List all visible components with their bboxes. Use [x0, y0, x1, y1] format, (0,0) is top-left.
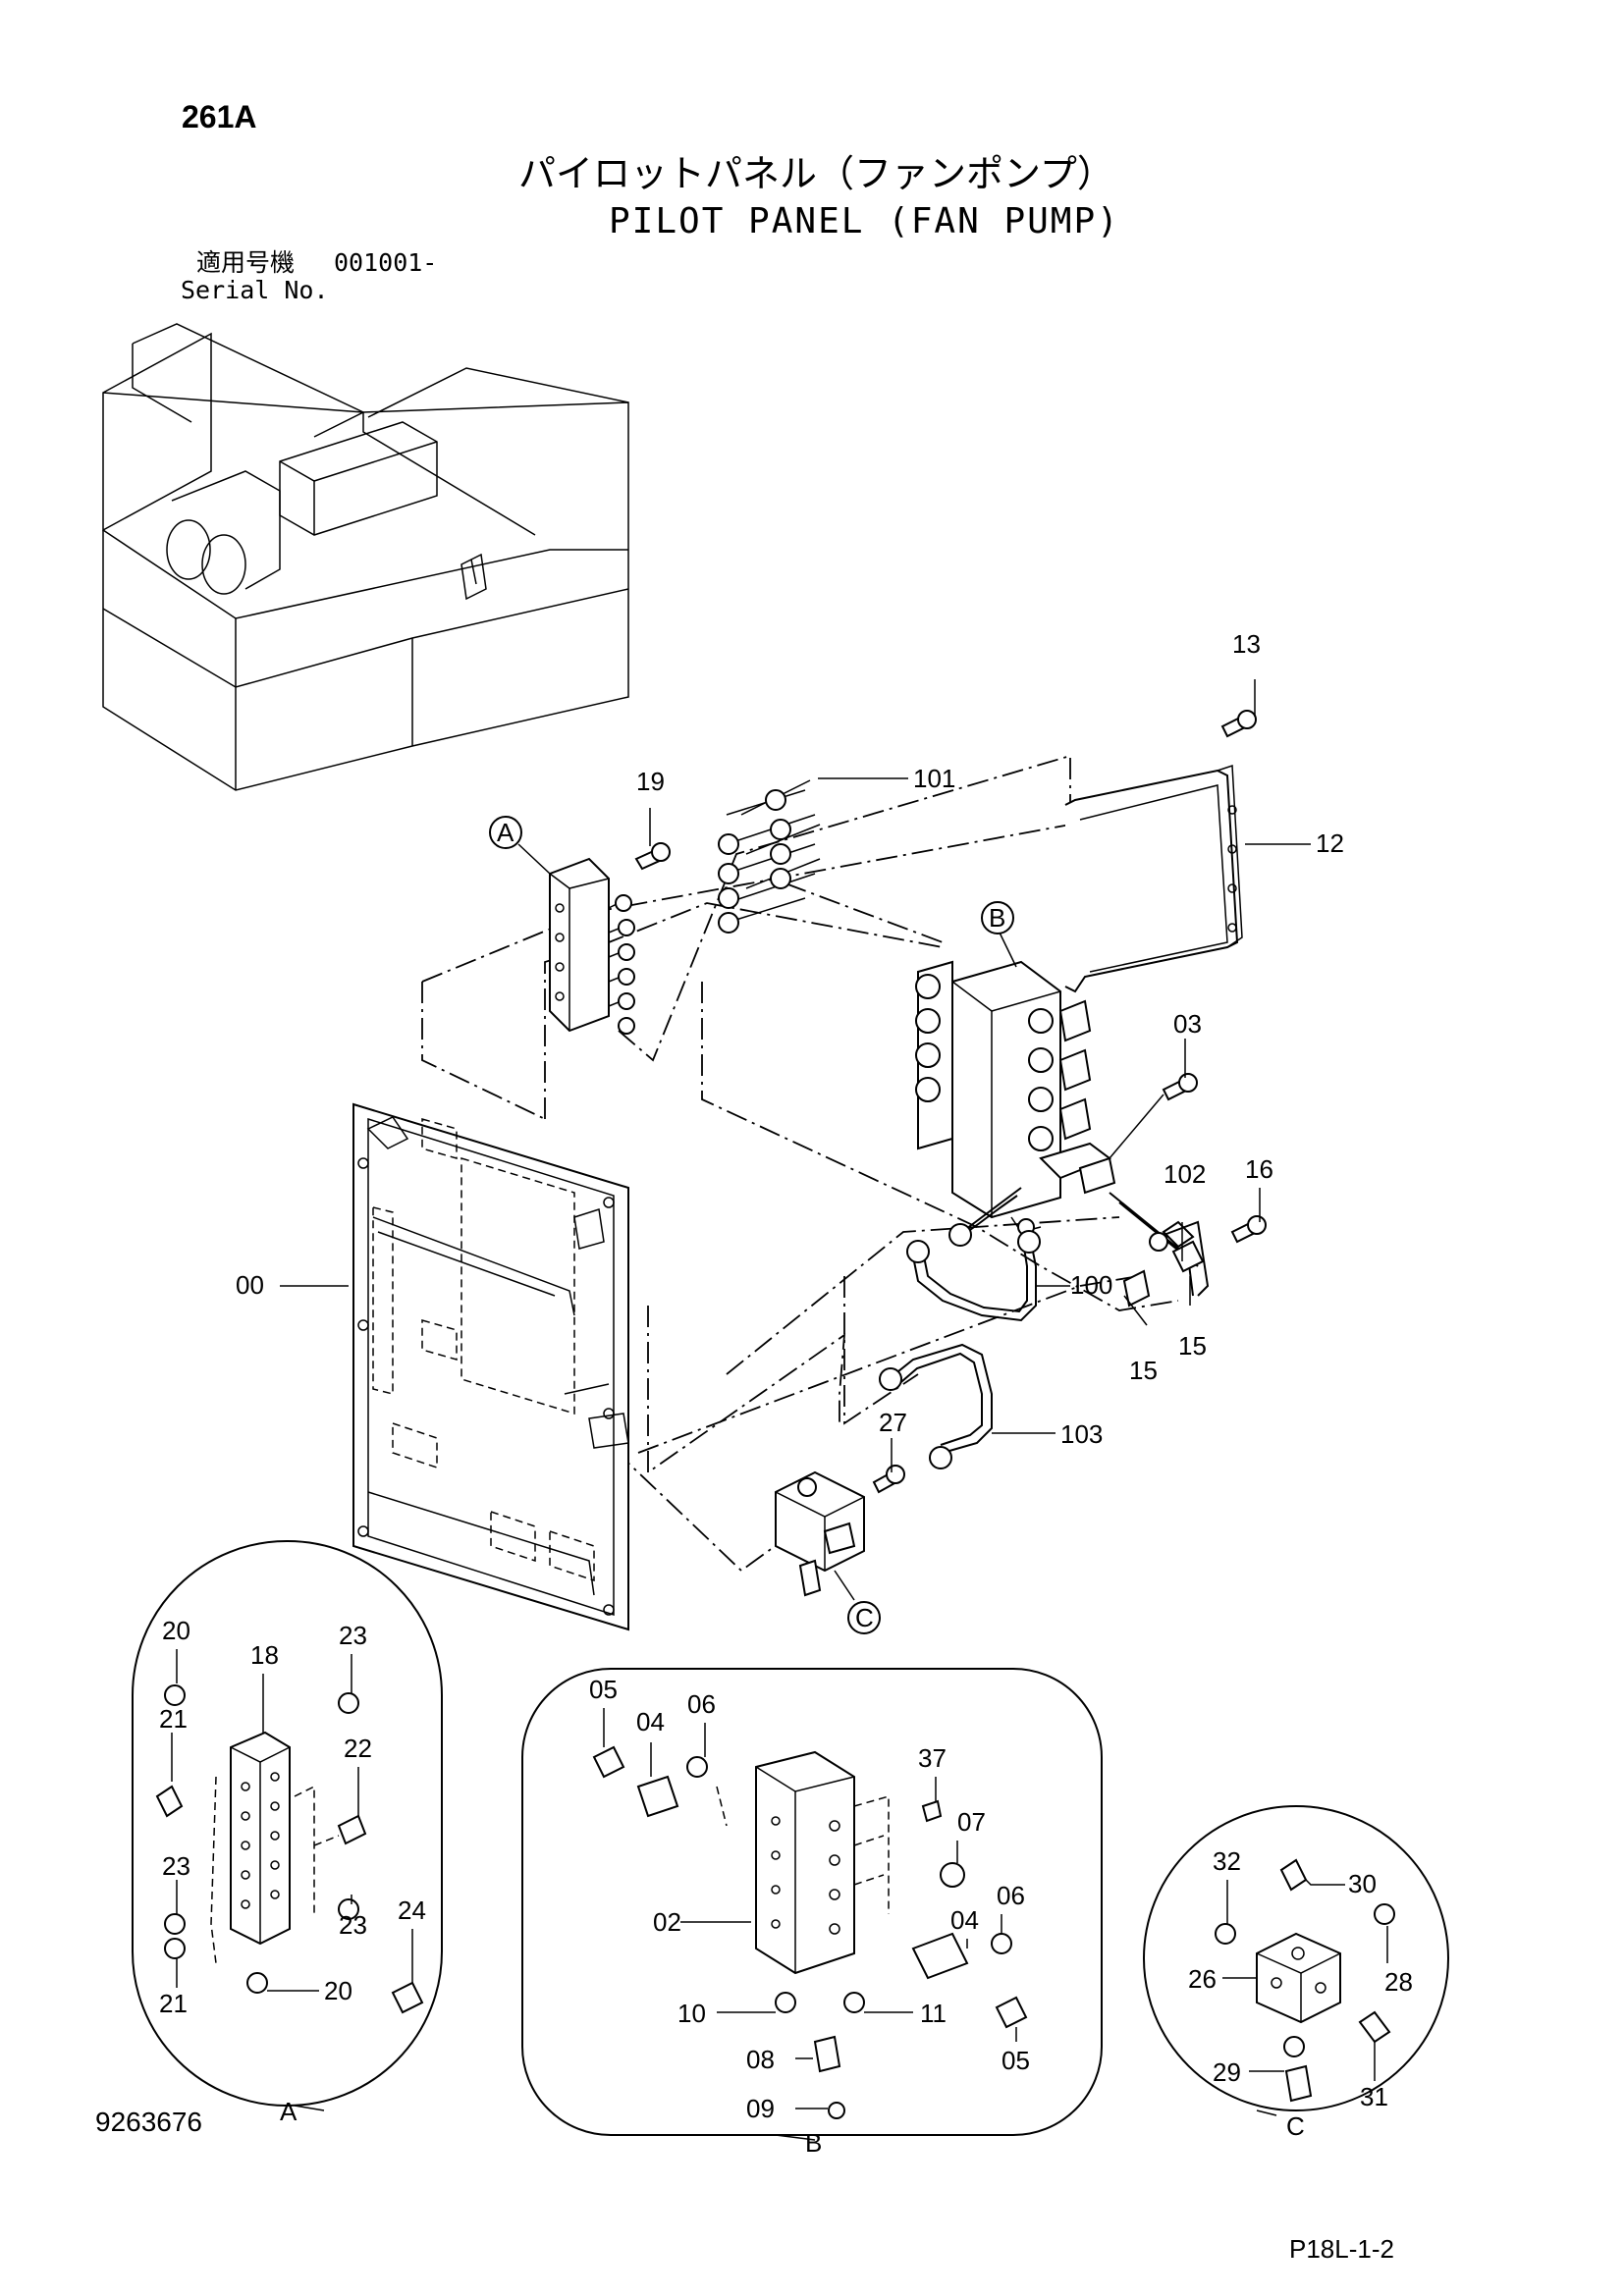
- callout-c-30: 30: [1348, 1869, 1377, 1898]
- document-number: 9263676: [95, 2107, 203, 2137]
- serial-value: 001001-: [334, 248, 438, 277]
- callout-a-22: 22: [344, 1734, 372, 1763]
- callout-19: 19: [636, 767, 665, 796]
- callout-b-06b: 06: [997, 1881, 1025, 1910]
- marker-c: C: [855, 1603, 874, 1632]
- callout-c-28: 28: [1384, 1967, 1413, 1997]
- main-view: 13 101 19 12 03 102 16 00 100 15 15 27 1…: [236, 629, 1344, 1634]
- callout-a-21b: 21: [159, 1989, 188, 2018]
- callout-16: 16: [1245, 1154, 1273, 1184]
- callout-b-08: 08: [746, 2045, 775, 2074]
- serial-label-japanese: 適用号機: [196, 248, 296, 277]
- callout-13: 13: [1232, 629, 1261, 659]
- callout-b-07: 07: [957, 1807, 986, 1837]
- callout-b-05b: 05: [1001, 2046, 1030, 2075]
- callout-00: 00: [236, 1270, 264, 1300]
- detail-c: 32 30 26 28 29 31 C: [1143, 1805, 1449, 2141]
- serial-label-english: Serial No.: [181, 276, 329, 304]
- callout-b-04: 04: [636, 1707, 665, 1736]
- title-english: PILOT PANEL (FAN PUMP): [609, 201, 1120, 241]
- callout-b-06: 06: [687, 1689, 716, 1719]
- marker-b: B: [989, 903, 1005, 933]
- callout-100: 100: [1070, 1270, 1112, 1300]
- callout-101: 101: [913, 764, 955, 793]
- marker-a: A: [497, 818, 514, 847]
- callout-a-18: 18: [250, 1640, 279, 1670]
- detail-a: 20 18 23 21 22 23 23 24 21 20 A: [132, 1540, 443, 2126]
- callout-15a: 15: [1129, 1356, 1158, 1385]
- machine-overview: [102, 323, 629, 791]
- callout-c-31: 31: [1360, 2082, 1388, 2111]
- callout-27: 27: [879, 1408, 907, 1437]
- callout-a-23: 23: [339, 1621, 367, 1650]
- title-japanese: パイロットパネル（ファンポンプ）: [518, 152, 1114, 195]
- callout-b-09: 09: [746, 2094, 775, 2123]
- callout-102: 102: [1164, 1159, 1206, 1189]
- callout-a-23b: 23: [162, 1851, 190, 1881]
- detail-b: 05 06 04 37 07 02 06 04 10 11 08 05 09 B: [521, 1668, 1103, 2158]
- sheet-code: P18L-1-2: [1289, 2234, 1394, 2264]
- callout-c-32: 32: [1213, 1846, 1241, 1876]
- callout-b-04b: 04: [950, 1905, 979, 1935]
- callout-b-37: 37: [918, 1743, 947, 1773]
- page-number: 261A: [182, 99, 257, 134]
- callout-a-20: 20: [162, 1616, 190, 1645]
- callout-b-05: 05: [589, 1675, 618, 1704]
- callout-a-23c: 23: [339, 1910, 367, 1940]
- callout-b-11: 11: [920, 1999, 947, 2028]
- callout-a-24: 24: [398, 1896, 426, 1925]
- callout-b-10: 10: [677, 1999, 706, 2028]
- callout-12: 12: [1316, 828, 1344, 858]
- detail-a-label: A: [280, 2097, 298, 2126]
- callout-a-21: 21: [159, 1704, 188, 1734]
- callout-03: 03: [1173, 1009, 1202, 1039]
- callout-c-26: 26: [1188, 1964, 1217, 1994]
- callout-c-29: 29: [1213, 2057, 1241, 2087]
- callout-103: 103: [1060, 1419, 1103, 1449]
- callout-15b: 15: [1178, 1331, 1207, 1361]
- detail-c-label: C: [1286, 2111, 1305, 2141]
- detail-b-label: B: [805, 2128, 822, 2158]
- callout-b-02: 02: [653, 1907, 681, 1937]
- callout-a-20b: 20: [324, 1976, 352, 2005]
